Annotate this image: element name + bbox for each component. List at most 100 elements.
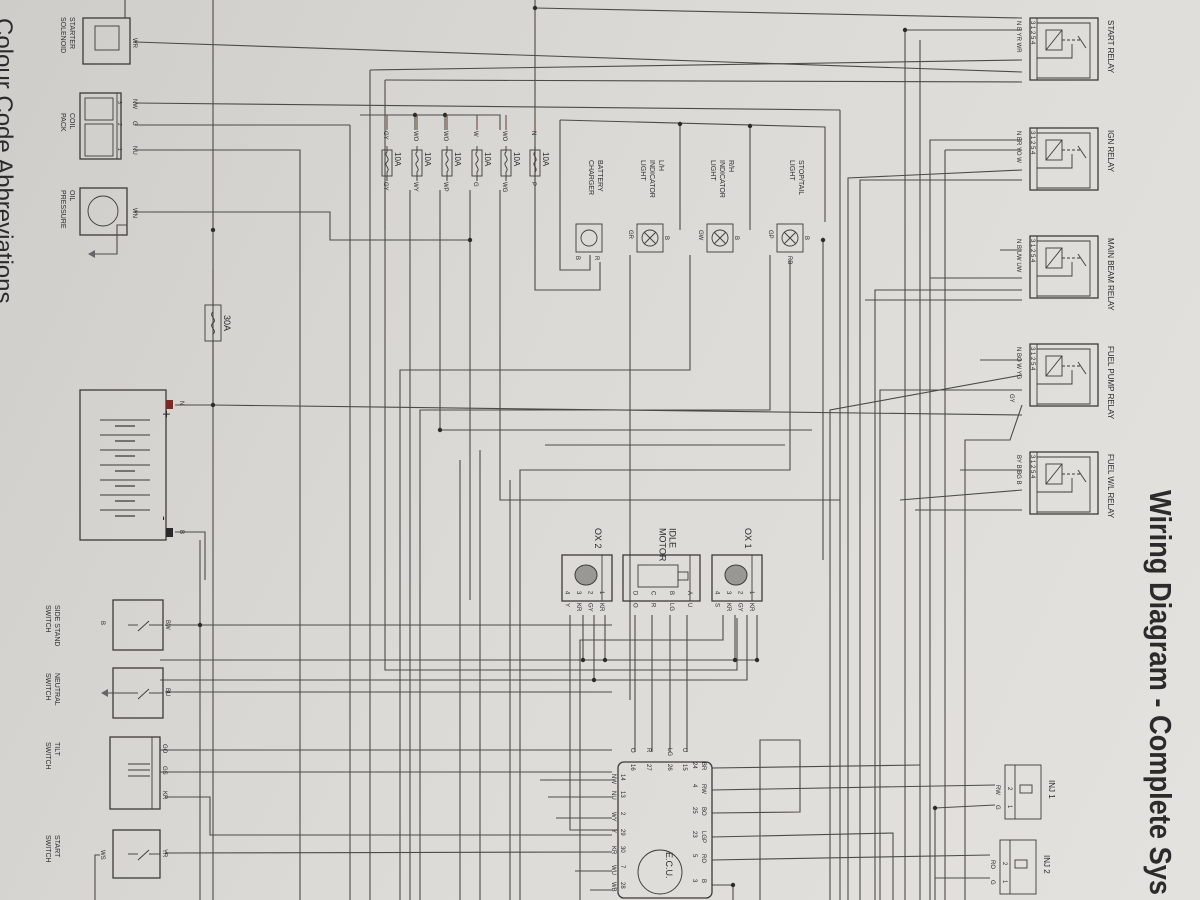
- component-label: PACK: [59, 113, 66, 132]
- injector-icon: [1014, 859, 1028, 869]
- relay-label: START RELAY: [1106, 20, 1115, 74]
- ecu-pin-number: 26: [666, 764, 672, 771]
- ecu-pin-wire: LG: [666, 748, 672, 756]
- wire-label: GY: [587, 603, 593, 612]
- fuse-in-wire: WO: [442, 131, 448, 142]
- wire: [569, 615, 618, 831]
- wire-label: B: [99, 621, 105, 625]
- wires: [94, 0, 1023, 900]
- component-box: [79, 187, 128, 236]
- main-fuse-30a: 30A: [204, 304, 232, 342]
- ecu-pin-wire: B: [700, 879, 706, 883]
- pin-number: 3: [725, 591, 731, 595]
- sensor-box: [711, 554, 763, 602]
- injector-label: INJ 2: [1042, 855, 1051, 874]
- switch-label: SWITCH: [44, 835, 51, 863]
- wire-label: YR: [161, 849, 167, 858]
- fuse-rating: 10A: [423, 152, 432, 167]
- ecu-pin-number: 5: [691, 854, 697, 858]
- switch-label: NEUTRAL: [53, 673, 60, 706]
- wire-label: NU: [131, 146, 137, 155]
- junction-dot: [532, 5, 538, 11]
- relay-wire-codes: N BO W YG: [1015, 347, 1021, 380]
- wire: [559, 119, 826, 222]
- junction-dot: [602, 657, 608, 663]
- relay-internal: [1037, 348, 1091, 405]
- wire-label: G: [989, 880, 995, 885]
- fuse-in-wire: WO: [501, 131, 507, 142]
- junction-dot: [732, 657, 738, 663]
- ecu-pin-number: 23: [691, 831, 697, 838]
- pin-label: B: [803, 236, 809, 240]
- sensor-box: [561, 554, 613, 602]
- light-label: BATTERY: [596, 160, 603, 192]
- wire: [559, 120, 591, 271]
- wire: [160, 615, 606, 661]
- ground-icon: [101, 689, 108, 697]
- junction-dot: [197, 622, 203, 628]
- wire: [95, 224, 127, 255]
- wire: [711, 832, 894, 900]
- wire: [164, 851, 613, 854]
- junction-dot: [442, 112, 448, 118]
- junction-dot: [932, 805, 938, 811]
- pin-number: 3: [575, 591, 581, 595]
- battery: +-NB: [79, 389, 184, 541]
- wire-label: BU: [164, 688, 170, 696]
- wire: [534, 0, 601, 291]
- relay-coil-diagonal: [1045, 139, 1063, 161]
- relay-coil-diagonal: [1045, 29, 1063, 51]
- wire-label: WR: [131, 38, 137, 49]
- wire: [605, 615, 758, 661]
- light-label: CHARGER: [587, 160, 594, 195]
- ecu-pin-wire: RO: [700, 854, 706, 863]
- wire: [899, 489, 1023, 501]
- relay-wire-codes: BY B BG B: [1015, 455, 1021, 485]
- wire: [419, 255, 771, 900]
- pin-number: 4: [714, 591, 720, 595]
- switch-label: SWITCH: [44, 742, 51, 770]
- fuse-in-wire: N: [530, 131, 536, 135]
- relay-internal: [1037, 132, 1091, 189]
- ecu-pin-wire: BO: [700, 807, 706, 816]
- relay-switch-icon: [1077, 253, 1087, 267]
- light-label: INDICATOR: [648, 160, 655, 198]
- junction-dot: [730, 882, 736, 888]
- wire: [519, 260, 791, 900]
- ecu-pin-number: 16: [629, 764, 635, 771]
- relay-box: [1029, 127, 1099, 191]
- fuse-rating: 10A: [512, 152, 521, 167]
- pin-label: RB: [786, 256, 792, 264]
- component-label: STARTER: [68, 17, 75, 49]
- wire: [964, 404, 1023, 900]
- component-label: PRESSURE: [59, 190, 66, 229]
- negative-terminal: [166, 528, 173, 537]
- pin-number: 1: [1001, 880, 1007, 884]
- junction-dot: [467, 237, 473, 243]
- relay-box: [1029, 451, 1099, 515]
- wire-label: NW: [131, 99, 137, 109]
- wire: [384, 190, 738, 671]
- fuse-rating: 10A: [541, 152, 550, 167]
- wire-label: KR: [598, 603, 604, 612]
- pin-label: GP: [767, 230, 773, 239]
- relay-switch-icon: [1077, 145, 1087, 159]
- pin-number: 1: [1006, 805, 1012, 809]
- pin-label: B: [733, 236, 739, 240]
- coil-icon: [84, 123, 114, 157]
- pin-number: C: [650, 591, 656, 596]
- light-label: R/H: [727, 160, 734, 172]
- battery-box: [79, 389, 167, 541]
- switch-label: SWITCH: [44, 605, 51, 633]
